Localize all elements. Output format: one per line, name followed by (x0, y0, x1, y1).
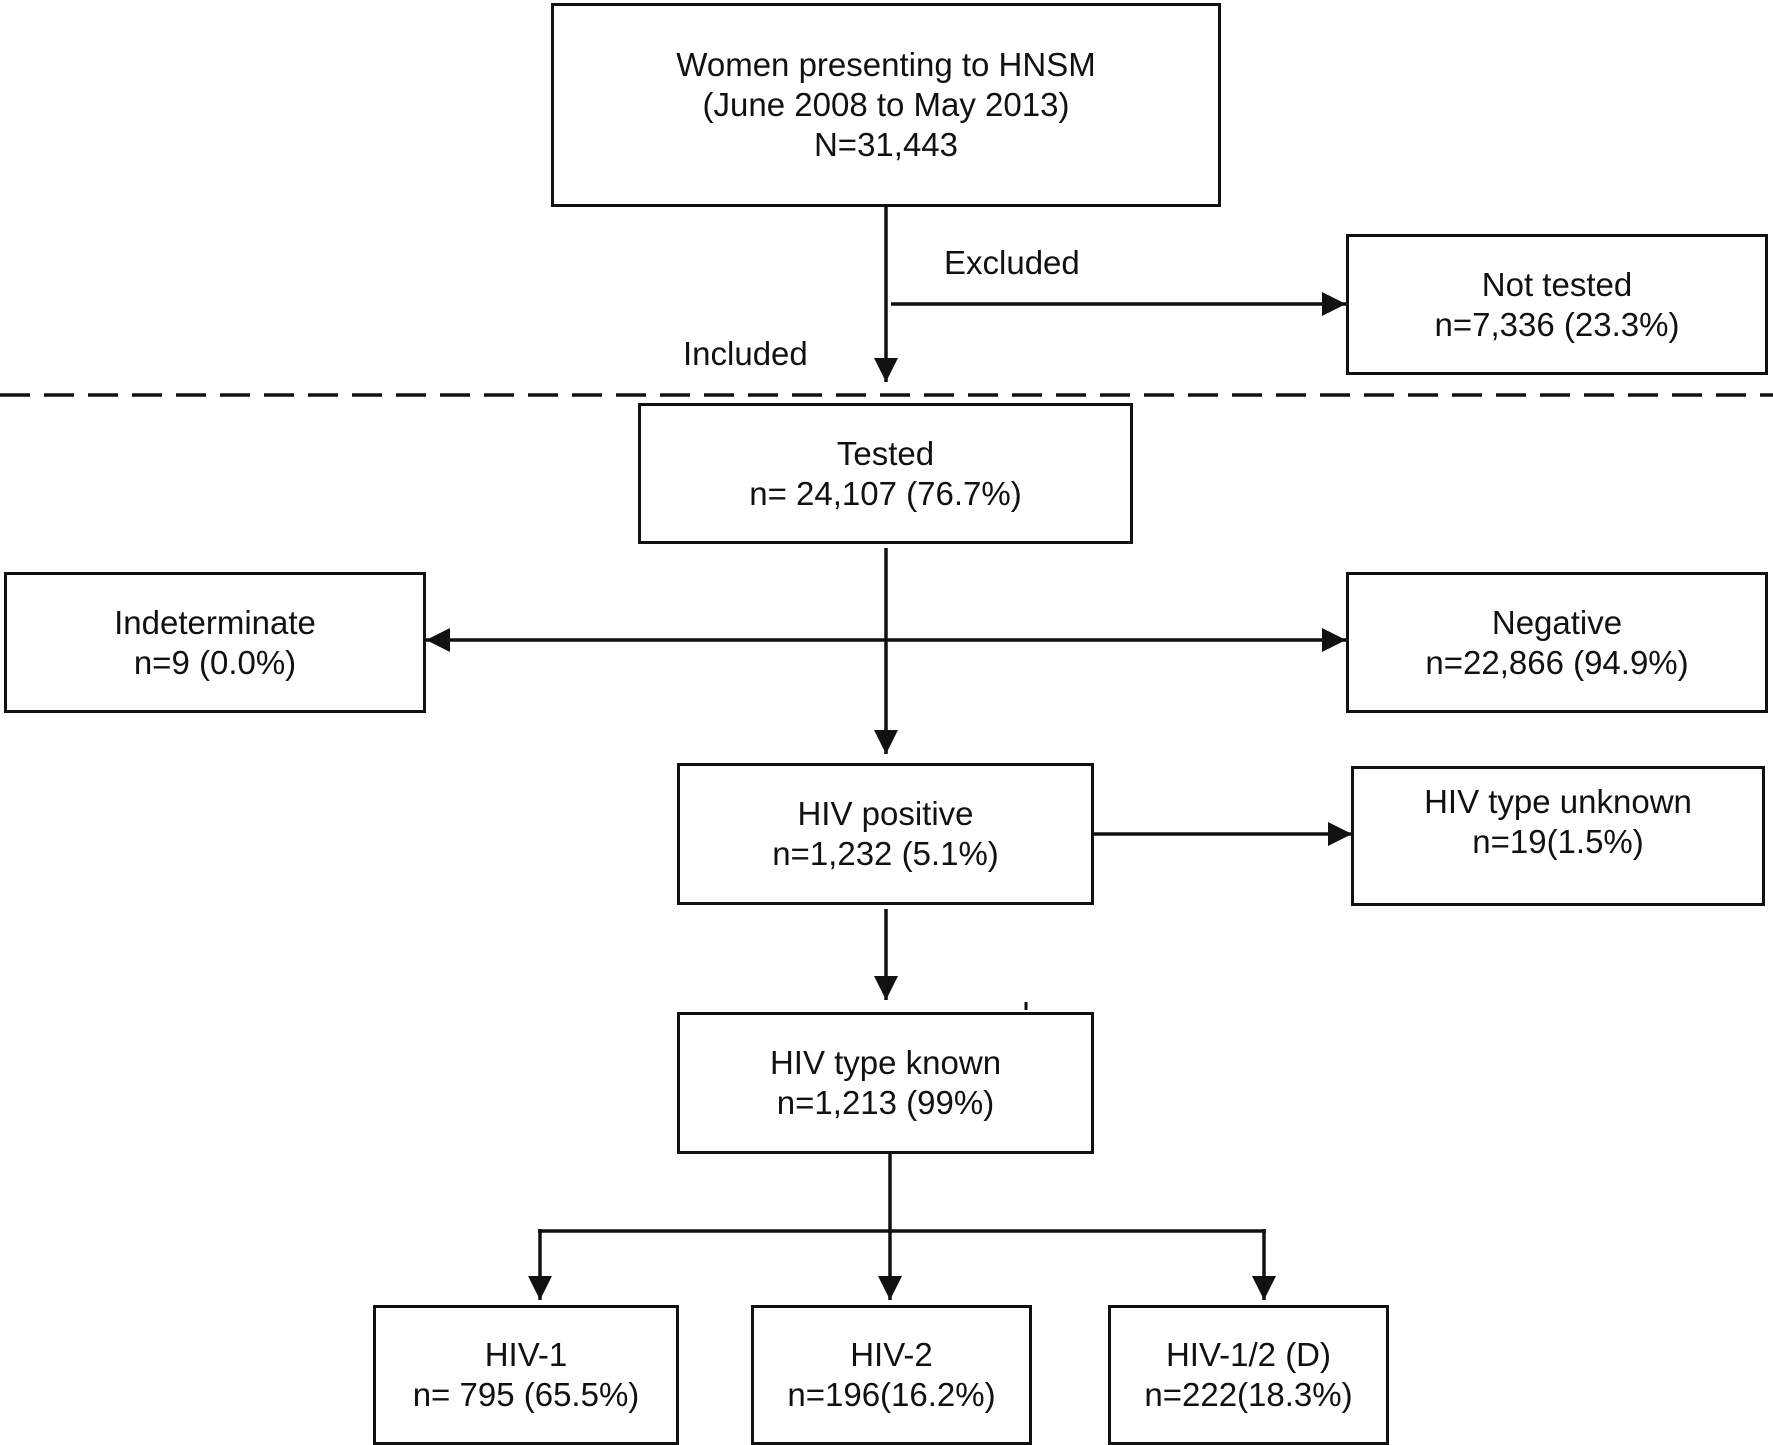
node-tested-line-1: Tested (836, 434, 935, 472)
node-tested: Tested n= 24,107 (76.7%) (638, 403, 1133, 544)
node-hiv-1-line-2: n= 795 (65.5%) (412, 1376, 640, 1413)
node-hiv-type-unknown-line-2: n=19(1.5%) (1472, 823, 1644, 860)
node-hiv-type-known-line-2: n=1,213 (99%) (776, 1084, 995, 1121)
node-hiv-positive-line-2: n=1,232 (5.1%) (772, 835, 999, 872)
label-included: Included (683, 335, 808, 372)
node-women-line-2: (June 2008 to May 2013) (702, 86, 1070, 123)
node-not-tested-line-2: n=7,336 (23.3%) (1434, 305, 1680, 343)
node-negative: Negative n=22,866 (94.9%) (1346, 572, 1768, 713)
node-women-line-1: Women presenting to HNSM (676, 46, 1096, 83)
node-hiv-type-unknown-line-1: HIV type unknown (1424, 783, 1692, 820)
node-hiv-2-line-1: HIV-2 (850, 1336, 933, 1373)
node-tested-line-2: n= 24,107 (76.7%) (749, 474, 1022, 512)
node-women-presenting: Women presenting to HNSM (June 2008 to M… (551, 3, 1221, 207)
node-hiv-positive: HIV positive n=1,232 (5.1%) (677, 763, 1094, 905)
node-women-line-3: N=31,443 (813, 126, 959, 163)
node-indeterminate-line-2: n=9 (0.0%) (133, 643, 297, 681)
node-hiv-type-known-line-1: HIV type known (769, 1044, 1002, 1081)
node-indeterminate-line-1: Indeterminate (114, 603, 316, 641)
node-hiv-1-2-dual-line-1: HIV-1/2 (D) (1165, 1336, 1332, 1373)
node-indeterminate: Indeterminate n=9 (0.0%) (4, 572, 426, 713)
node-hiv-1-2-dual-line-2: n=222(18.3%) (1144, 1376, 1353, 1413)
node-hiv-2: HIV-2 n=196(16.2%) (751, 1305, 1032, 1445)
node-hiv-positive-line-1: HIV positive (797, 795, 974, 832)
node-hiv-1-line-1: HIV-1 (484, 1336, 568, 1373)
node-hiv-1: HIV-1 n= 795 (65.5%) (373, 1305, 679, 1445)
node-hiv-type-unknown: HIV type unknown n=19(1.5%) (1351, 766, 1765, 906)
node-hiv-1-2-dual: HIV-1/2 (D) n=222(18.3%) (1108, 1305, 1389, 1445)
node-negative-line-1: Negative (1491, 603, 1623, 641)
node-hiv-type-known: HIV type known n=1,213 (99%) (677, 1012, 1094, 1154)
node-hiv-2-line-2: n=196(16.2%) (787, 1376, 996, 1413)
node-negative-line-2: n=22,866 (94.9%) (1425, 643, 1689, 681)
label-excluded: Excluded (944, 244, 1080, 281)
node-not-tested-line-1: Not tested (1481, 265, 1633, 303)
node-not-tested: Not tested n=7,336 (23.3%) (1346, 234, 1768, 375)
